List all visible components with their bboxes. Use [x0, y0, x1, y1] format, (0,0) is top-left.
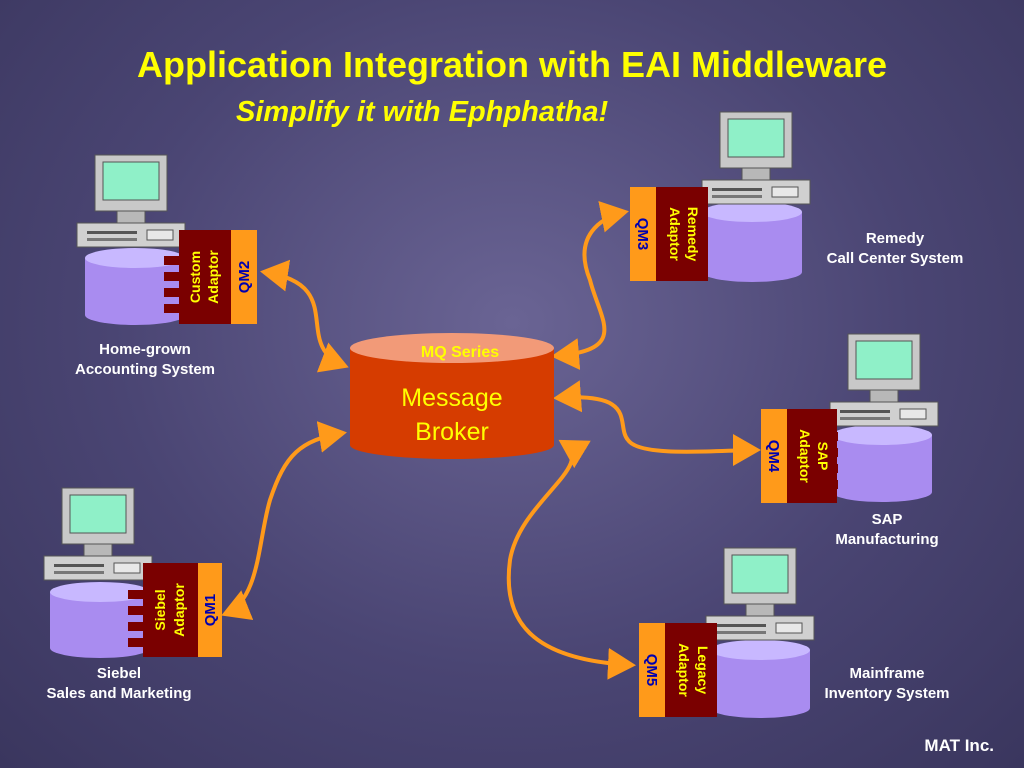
qm-box: [198, 563, 222, 657]
adaptor-box: [787, 409, 837, 503]
connector-broker-qm4: [553, 380, 761, 467]
qm-box: [231, 230, 257, 324]
computer-icon: [43, 487, 153, 581]
qm-label: QM5: [643, 654, 660, 687]
slide-title: Application Integration with EAI Middlew…: [136, 44, 888, 85]
adaptor-box: [665, 623, 717, 717]
qm-box: [639, 623, 665, 717]
adaptor-label-line1: Custom: [187, 251, 203, 303]
system-label-line2: Call Center System: [826, 250, 964, 267]
computer-icon: [829, 333, 939, 427]
system-label-line1: Mainframe: [849, 665, 925, 682]
adaptor-label-line1: Legacy: [695, 646, 711, 694]
system-label-sap: SAP Manufacturing: [812, 510, 962, 550]
adaptor-label-line2: Adaptor: [205, 250, 221, 304]
connector-broker-qm3: [551, 201, 629, 371]
qm-label: QM2: [236, 261, 253, 294]
footer-company: MAT Inc.: [924, 736, 994, 755]
system-sap: QM4 Adaptor SAP: [761, 333, 939, 503]
system-label-line2: Inventory System: [824, 685, 950, 702]
adaptor-box: [143, 563, 198, 657]
adaptor-label-line1: Siebel: [152, 589, 168, 630]
database-icon: [85, 258, 185, 325]
qm-box: [761, 409, 787, 503]
system-legacy: QM5 Adaptor Legacy: [639, 547, 815, 718]
system-label-homegrown: Home-grown Accounting System: [50, 340, 240, 380]
adaptor-label-line1: Remedy: [685, 207, 701, 262]
adaptor-label-line2: Adaptor: [797, 429, 813, 483]
adaptor-box: [179, 230, 231, 324]
connector-qm1-broker: [221, 421, 347, 620]
system-label-remedy: Remedy Call Center System: [795, 229, 995, 269]
adaptor-label-line2: Adaptor: [171, 583, 187, 637]
system-label-line1: Home-grown: [99, 341, 191, 358]
system-remedy: QM3 Adaptor Remedy: [630, 111, 811, 282]
system-siebel: Siebel Adaptor QM1: [43, 487, 222, 658]
connector-qm2-broker: [260, 259, 349, 373]
adaptor-label-line2: Adaptor: [676, 643, 692, 697]
system-homegrown: Custom Adaptor QM2: [76, 154, 257, 325]
database-icon: [832, 435, 932, 502]
qm-label: QM3: [634, 218, 651, 251]
adaptor-label-line1: SAP: [815, 442, 831, 471]
computer-icon: [76, 154, 186, 248]
message-broker: MQ Series Message Broker: [350, 333, 554, 459]
broker-label-line2: Broker: [415, 418, 489, 446]
qm-box: [630, 187, 656, 281]
qm-label: QM4: [765, 440, 782, 473]
system-label-line2: Accounting System: [74, 361, 216, 378]
computer-icon: [705, 547, 815, 641]
connector-broker-qm5: [506, 439, 636, 680]
system-label-line1: SAP: [871, 511, 903, 528]
system-label-line2: Sales and Marketing: [46, 685, 192, 702]
database-icon: [710, 650, 810, 718]
broker-top-label: MQ Series: [421, 344, 499, 361]
connectors: [221, 201, 761, 680]
adaptor-label-line2: Adaptor: [667, 207, 683, 261]
broker-label-line1: Message: [401, 384, 502, 412]
system-label-line1: Remedy: [865, 230, 925, 247]
system-label-line1: Siebel: [96, 665, 142, 682]
qm-label: QM1: [202, 594, 219, 627]
system-label-line2: Manufacturing: [835, 531, 939, 548]
adaptor-box: [656, 187, 708, 281]
computer-icon: [701, 111, 811, 205]
system-label-siebel: Siebel Sales and Marketing: [24, 664, 214, 704]
slide-subtitle: Simplify it with Ephphatha!: [236, 96, 609, 128]
database-icon: [50, 592, 150, 658]
system-label-mainframe: Mainframe Inventory System: [802, 664, 972, 704]
database-icon: [702, 212, 802, 282]
